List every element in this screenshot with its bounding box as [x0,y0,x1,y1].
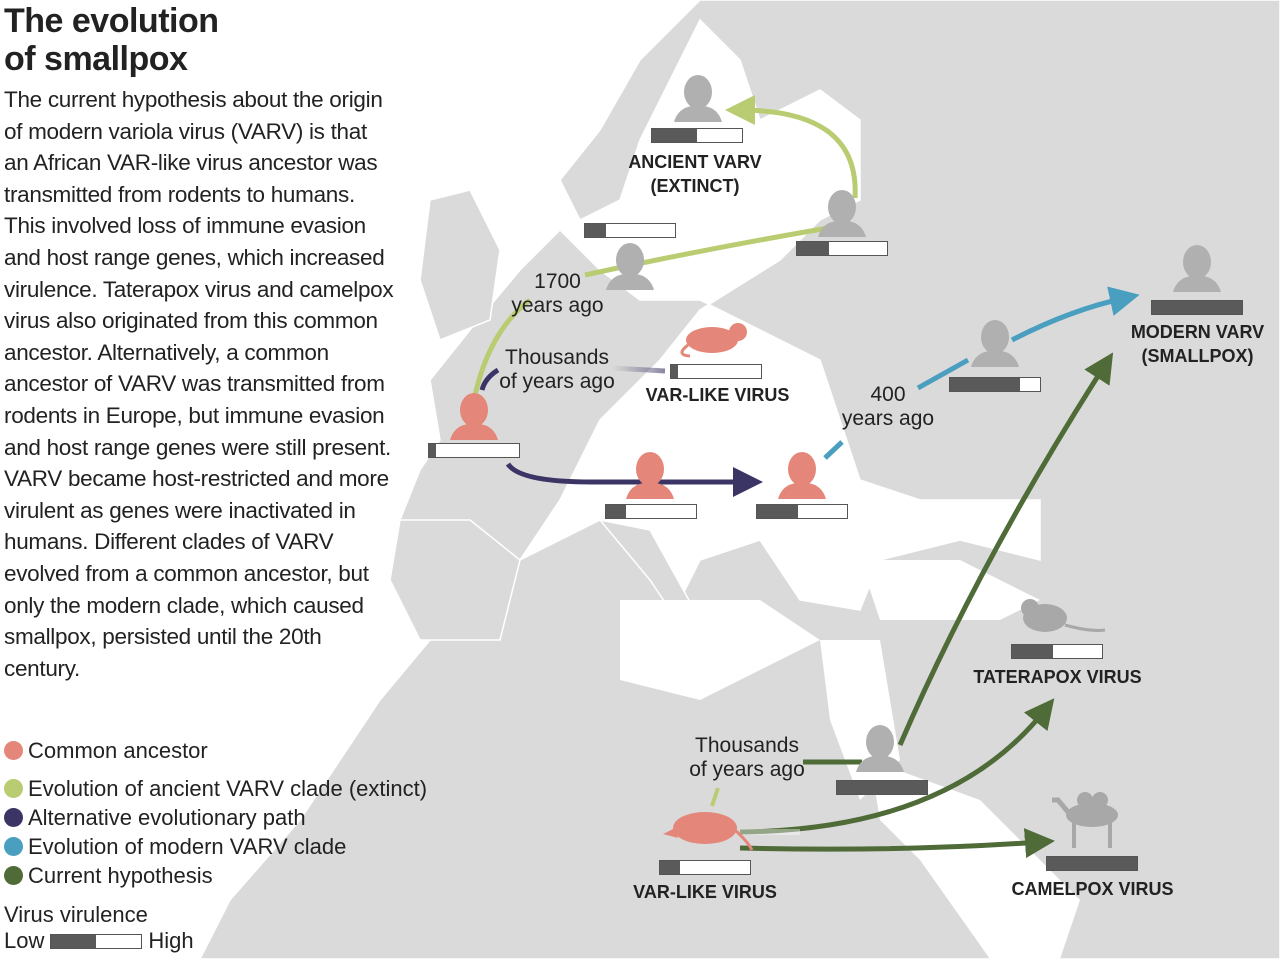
label-ancient-varv: ANCIENT VARV (EXTINCT) [610,150,780,198]
bar-fill [1012,645,1053,658]
label-camelpox: CAMELPOX VIRUS [1011,879,1174,899]
bar-fill [1152,301,1242,314]
virulence-bar-var-like-europe [670,364,762,379]
legend-swatch [4,808,23,827]
note-line: Thousands [695,734,799,757]
host-middle-east-person-icon [856,725,904,772]
virulence-bar-baltic [796,241,888,256]
label-line: (SMALLPOX) [1141,346,1254,366]
label-taterapox: TATERAPOX VIRUS [973,667,1142,687]
legend-swatch [4,837,23,856]
virulence-bar-var-like-africa [659,860,751,875]
legend-item: Common ancestor [4,736,427,765]
bar-fill [429,444,437,457]
bar-fill [606,505,626,518]
note-line: 400 [870,383,906,406]
title-line-2: of smallpox [4,40,188,78]
scale-low: Low [4,928,45,953]
virulence-bar-middle-east [836,780,928,795]
note-line: of years ago [689,758,805,781]
host-baltic-person-icon [818,190,866,237]
virulence-bar-modern-varv [1151,300,1243,315]
label-line: (EXTINCT) [650,176,740,196]
rodent-icon-europe [680,323,747,358]
legend-label: Alternative evolutionary path [28,805,306,830]
gerbil-icon [1021,599,1106,632]
legend-item: Evolution of modern VARV clade [4,832,427,861]
bar-fill [671,365,679,378]
bar-fill [585,224,606,237]
page-title: The evolution of smallpox [4,2,219,78]
virulence-bar-balkans [756,504,848,519]
bar-fill [652,129,697,142]
ancient-clade-paths [472,95,858,396]
host-ancient-varv-person-icon [674,75,722,122]
legend-swatch [4,741,23,760]
bar-fill [757,505,798,518]
var-like-link [611,365,666,374]
host-italy-person-icon [626,452,674,499]
landmass [199,0,1280,959]
host-germany-person-icon [606,243,654,290]
host-ukraine-person-icon [971,320,1019,367]
note-line: of years ago [499,370,615,393]
label-modern-varv: MODERN VARV (SMALLPOX) [1115,320,1280,368]
virulence-bar-france-ancestor [428,443,520,458]
label-var-like-africa: VAR-LIKE VIRUS [633,882,777,902]
legend-item: Current hypothesis [4,861,427,890]
virulence-bar-ancient-varv [651,128,743,143]
label-line: MODERN VARV [1130,322,1265,342]
virulence-bar-taterapox [1011,644,1103,659]
legend-label: Current hypothesis [28,863,213,888]
virulence-scale-bar [50,933,143,949]
virulence-scale: Low High [4,928,194,954]
virulence-bar-camelpox [1046,856,1138,871]
bar-fill [797,242,829,255]
legend-label: Common ancestor [28,738,208,763]
legend-swatch [4,779,23,798]
virulence-scale-title: Virus virulence [4,902,148,927]
legend-label: Evolution of modern VARV clade [28,834,347,859]
bar-fill [51,934,97,948]
legend-label: Evolution of ancient VARV clade (extinct… [28,776,428,801]
host-modern-varv-person-icon [1173,245,1221,292]
note-line: years ago [841,407,935,430]
alternative-paths [479,367,763,497]
description: The current hypothesis about the origin … [4,87,394,681]
legend-item: Evolution of ancient VARV clade (extinct… [4,774,427,803]
host-france-ancestor-person-icon [450,393,498,440]
note-line: 1700 [534,270,581,293]
title-line-1: The evolution [4,2,219,40]
scale-high: High [148,928,194,953]
virulence-bar-germany [584,223,676,238]
note-line: years ago [511,294,604,317]
legend: Common ancestor Evolution of ancient VAR… [4,736,427,890]
bar-fill [660,861,680,874]
bar-fill [950,378,1021,391]
legend-swatch [4,866,23,885]
modern-clade-paths [823,286,1140,460]
virulence-bar-ukraine [949,377,1041,392]
host-balkans-person-icon [778,452,826,499]
virulence-bar-italy [605,504,697,519]
current-hypothesis-paths [739,352,1114,859]
camel-icon [1052,792,1118,848]
bar-fill [1047,857,1137,870]
legend-item: Alternative evolutionary path [4,803,427,832]
note-line: Thousands [505,346,609,369]
bar-fill [837,781,927,794]
rodent-icon-africa [663,812,754,851]
label-line: ANCIENT VARV [628,152,762,172]
label-var-like-europe: VAR-LIKE VIRUS [645,385,790,405]
